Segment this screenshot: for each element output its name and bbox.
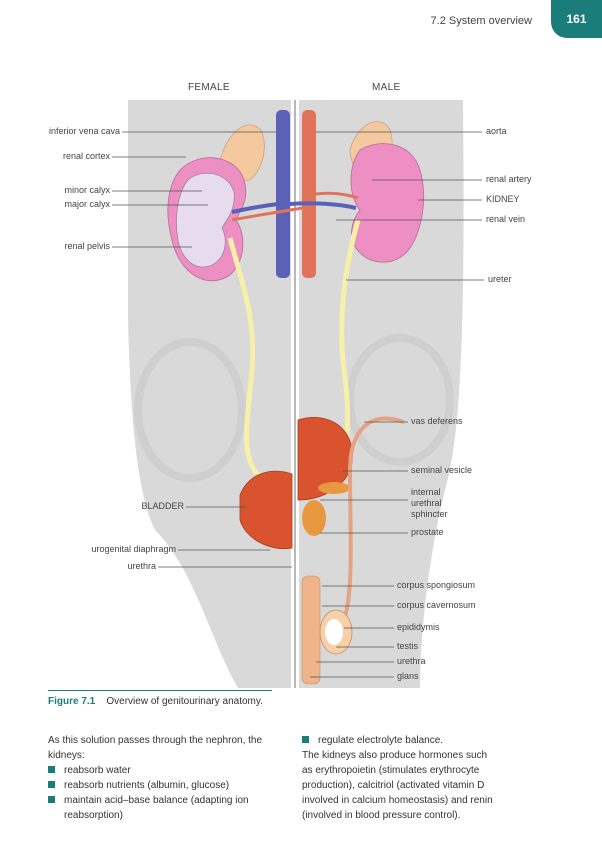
label-glans: glans: [397, 671, 419, 681]
label-testis: testis: [397, 641, 419, 651]
inferior-vena-cava: [276, 110, 290, 278]
male-renal-artery: [315, 191, 359, 200]
label-internal: internal: [411, 487, 441, 497]
bullet-square-icon: [48, 796, 55, 803]
label-aorta: aorta: [486, 126, 507, 136]
female-renal-artery: [231, 206, 303, 222]
left-leader-lines: [112, 131, 292, 568]
vas-deferens-duct: [342, 416, 405, 621]
aorta-vessel: [302, 110, 316, 278]
bullet-square-icon: [302, 736, 309, 743]
label-prostate: prostate: [411, 527, 444, 537]
label-renal-vein: renal vein: [486, 214, 526, 224]
list-item: maintain acid–base balance (adapting ion…: [48, 793, 293, 823]
function-list: reabsorb water reabsorb nutrients (album…: [48, 763, 293, 823]
list-item: regulate electrolyte balance.: [302, 733, 547, 748]
penis-shaft: [301, 575, 321, 685]
hormone-line-3: production), calcitriol (activated vitam…: [302, 780, 485, 791]
label-sphincter: sphincter: [411, 509, 448, 519]
female-bladder: [239, 470, 293, 550]
label-bladder: BLADDER: [141, 501, 184, 511]
intro-line-1: As this solution passes through the neph…: [48, 735, 263, 746]
hormone-line-2: as erythropoietin (stimulates erythrocyt…: [302, 765, 480, 776]
section-title: 7.2 System overview: [430, 15, 532, 27]
bullet-square-icon: [48, 766, 55, 773]
male-body-silhouette: [299, 100, 464, 688]
label-vas-deferens: vas deferens: [411, 416, 463, 426]
figure-number: Figure 7.1: [48, 696, 96, 707]
male-kidney: [350, 143, 425, 263]
label-inferior-vena-cava: inferior vena cava: [48, 126, 120, 136]
text-column-left: As this solution passes through the neph…: [48, 733, 293, 823]
hormone-line-1: The kidneys also produce hormones such: [302, 750, 488, 761]
male-renal-vein: [289, 201, 357, 210]
figure-caption-text: Overview of genitourinary anatomy.: [106, 696, 263, 707]
intro-line-2: kidneys:: [48, 750, 85, 761]
hormone-line-5: (involved in blood pressure control).: [302, 810, 461, 821]
hormone-line-4: involved in calcium homeostasis) and ren…: [302, 795, 493, 806]
female-kidney-interior: [176, 173, 235, 268]
female-ureter: [227, 237, 272, 485]
genitourinary-figure: FEMALE MALE inferior vena cava renal cor…: [0, 70, 602, 700]
label-urogenital-diaphragm: urogenital diaphragm: [91, 544, 176, 554]
right-leader-lines: [310, 131, 484, 678]
bullet-square-icon: [48, 781, 55, 788]
female-renal-vein: [231, 202, 279, 214]
prostate-gland: [302, 500, 326, 536]
label-corpus-cavernosum: corpus cavernosum: [397, 600, 476, 610]
page-number-badge: 161: [551, 0, 602, 38]
list-item: reabsorb water: [48, 763, 293, 778]
label-epididymis: epididymis: [397, 622, 440, 632]
female-heading: FEMALE: [188, 82, 230, 93]
label-seminal-vesicle: seminal vesicle: [411, 465, 473, 475]
testis-inner: [325, 619, 343, 645]
label-urethra-female: urethra: [127, 561, 156, 571]
figure-caption: Figure 7.1 Overview of genitourinary ana…: [48, 696, 263, 707]
label-renal-artery: renal artery: [486, 174, 532, 184]
anatomy-illustration: [112, 100, 484, 688]
male-heading: MALE: [372, 82, 401, 93]
female-pelvis-outline: [134, 338, 246, 482]
seminal-vesicle-shape: [318, 482, 350, 494]
male-pelvis-outline: [346, 334, 454, 466]
label-urethral: urethral: [411, 498, 442, 508]
text-column-right: regulate electrolyte balance. The kidney…: [302, 733, 547, 823]
label-ureter: ureter: [488, 274, 512, 284]
label-kidney: KIDNEY: [486, 194, 520, 204]
label-renal-cortex: renal cortex: [62, 151, 110, 161]
function-list-continued: regulate electrolyte balance.: [302, 733, 547, 748]
label-major-calyx: major calyx: [64, 199, 110, 209]
label-corpus-spongiosum: corpus spongiosum: [397, 580, 476, 590]
caption-rule: [48, 690, 272, 691]
label-minor-calyx: minor calyx: [64, 185, 110, 195]
label-renal-pelvis: renal pelvis: [64, 241, 110, 251]
list-item: reabsorb nutrients (albumin, glucose): [48, 778, 293, 793]
label-urethra-male: urethra: [397, 656, 426, 666]
